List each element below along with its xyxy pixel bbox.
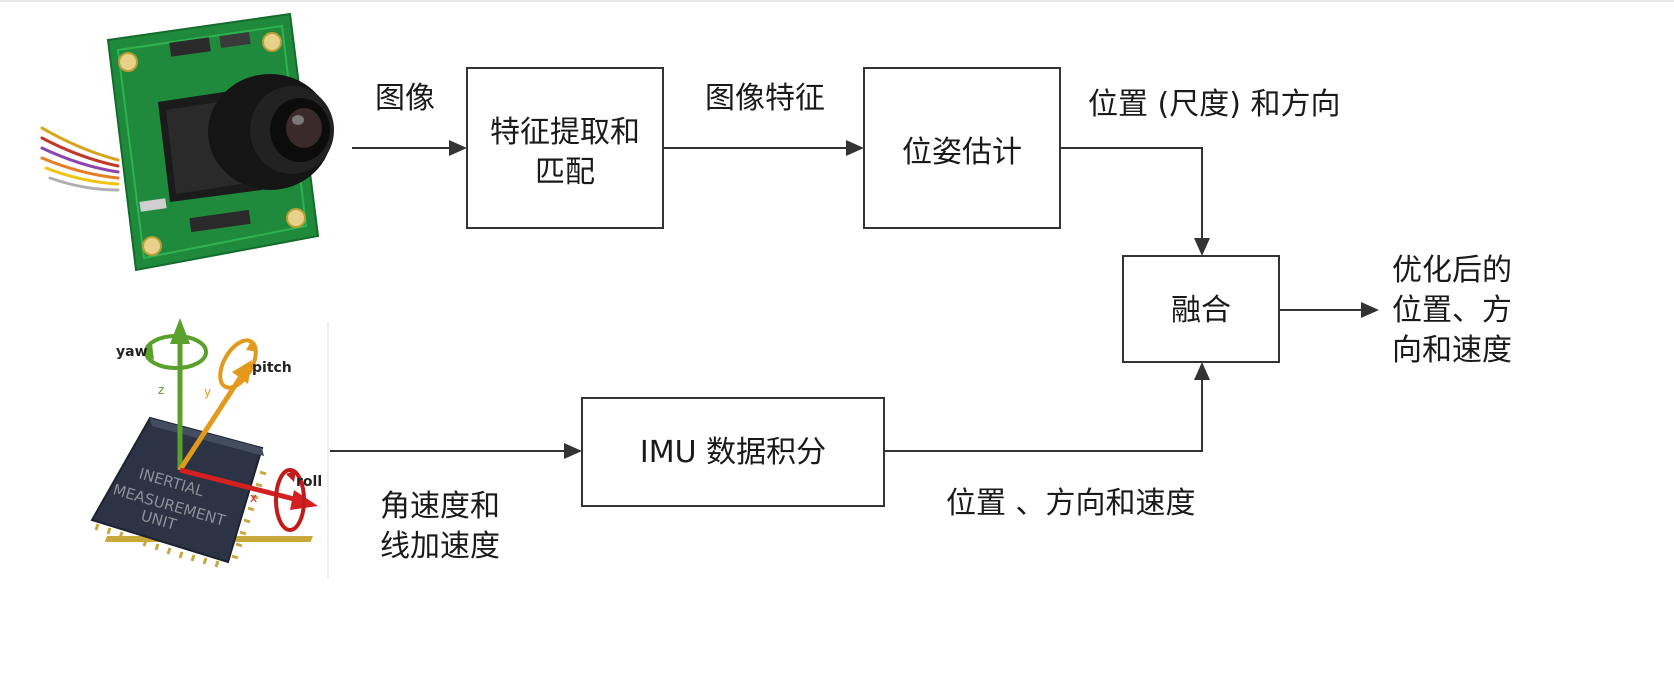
feature-extraction-box bbox=[466, 67, 664, 229]
imu-integration-box bbox=[581, 397, 885, 507]
label-image-features: 图像特征 bbox=[705, 81, 825, 116]
feature-box-label-line2: 匹配 bbox=[535, 155, 595, 190]
feature-box-label-line1: 特征提取和 bbox=[490, 115, 640, 150]
label-imu-output: 位置 、方向和速度 bbox=[946, 486, 1196, 521]
label-position-scale-direction: 位置 (尺度) 和方向 bbox=[1088, 87, 1340, 122]
pose-estimation-box bbox=[863, 67, 1061, 229]
pose-box-label: 位姿估计 bbox=[902, 135, 1022, 170]
fusion-box-label: 融合 bbox=[1171, 293, 1231, 328]
arrow-integration-to-fusion bbox=[884, 375, 1203, 452]
x-axis-label: x bbox=[250, 491, 257, 505]
z-axis-label: z bbox=[158, 383, 164, 397]
fusion-box bbox=[1122, 255, 1280, 363]
y-axis-label: y bbox=[204, 385, 211, 399]
imu-input-label-line1: 角速度和 bbox=[380, 489, 500, 524]
output-label-line1: 优化后的 bbox=[1392, 253, 1512, 288]
roll-label: roll bbox=[296, 474, 322, 490]
output-label-line2: 位置、方 bbox=[1392, 293, 1512, 328]
output-label-line3: 向和速度 bbox=[1392, 333, 1512, 368]
imu-box-label: IMU 数据积分 bbox=[640, 435, 826, 470]
pitch-label: pitch bbox=[252, 360, 292, 376]
yaw-label: yaw bbox=[116, 344, 148, 360]
label-image: 图像 bbox=[375, 81, 435, 116]
camera-icon bbox=[40, 12, 334, 272]
arrow-pose-to-fusion bbox=[1060, 147, 1203, 243]
imu-input-label-line2: 线加速度 bbox=[380, 529, 500, 564]
imu-icon: INERTIAL MEASUREMENT UNIT yaw pitch roll… bbox=[90, 318, 322, 568]
